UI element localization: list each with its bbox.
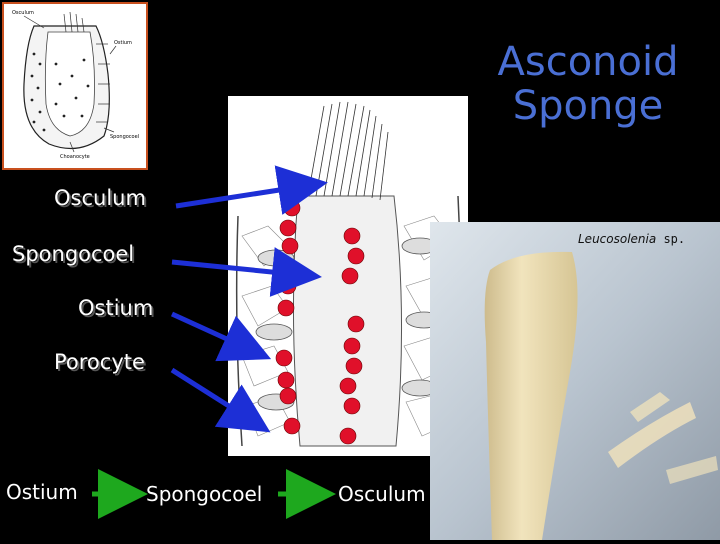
arrow-spongocoel: [171, 247, 322, 297]
slide-title: Asconoid Sponge: [468, 40, 708, 128]
arrow-porocyte: [170, 367, 271, 433]
arrow-osculum: [175, 165, 328, 215]
leucosolenia-photo-image: [430, 222, 720, 540]
title-line-2: Sponge: [512, 83, 664, 129]
flow-step-spongocoel: Spongocoel: [146, 482, 263, 506]
thumb-label-ostium: Ostium: [114, 40, 132, 46]
leucosolenia-photo: [430, 222, 720, 540]
label-porocyte: Porocyte: [54, 350, 145, 374]
species-suffix: sp.: [656, 232, 686, 246]
label-ostium: Ostium: [78, 296, 154, 320]
thumb-label-osculum: Osculum: [12, 10, 34, 16]
label-spongocoel: Spongocoel: [12, 242, 135, 266]
species-caption: Leucosolenia sp.: [578, 232, 685, 246]
arrow-ostium: [170, 311, 272, 362]
thumbnail-sponge-illustration: Osculum Ostium Spongocoel Choanocyte: [12, 10, 139, 160]
thumbnail-sponge-diagram: Osculum Ostium Spongocoel Choanocyte: [2, 2, 148, 170]
thumb-label-spongocoel: Spongocoel: [110, 134, 139, 140]
flow-step-osculum: Osculum: [338, 482, 426, 506]
label-osculum: Osculum: [54, 186, 146, 210]
title-line-1: Asconoid: [497, 39, 679, 85]
flow-step-ostium: Ostium: [6, 480, 78, 504]
species-genus: Leucosolenia: [578, 232, 657, 246]
thumb-label-choanocyte: Choanocyte: [60, 154, 90, 160]
